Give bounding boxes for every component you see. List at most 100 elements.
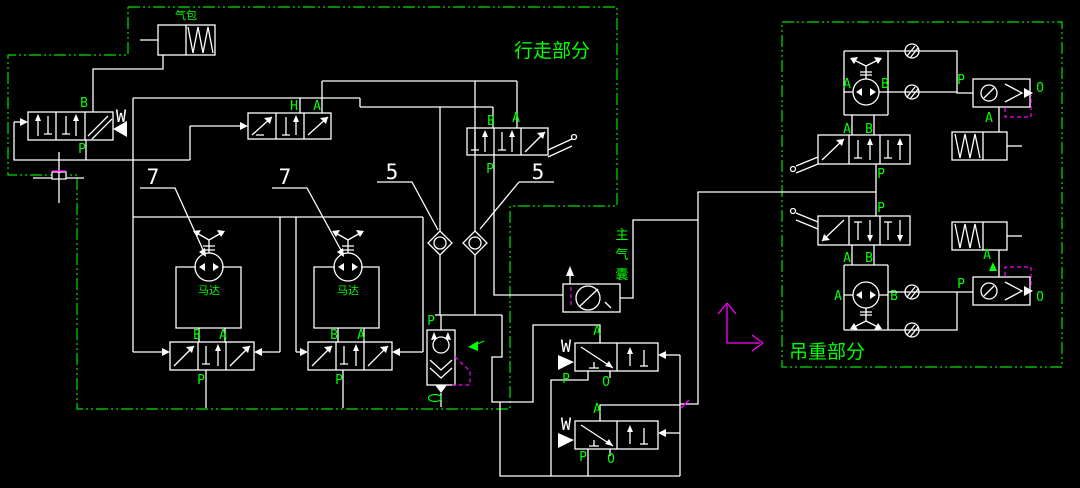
port-label-p: P bbox=[877, 167, 885, 182]
green-arrow-icon bbox=[989, 262, 997, 271]
port-label-p: P bbox=[335, 373, 343, 388]
port-label-o: O bbox=[607, 452, 615, 467]
lift-motor-1: A B P bbox=[843, 43, 973, 116]
main-airbag-label: 主 气 囊 bbox=[615, 228, 628, 283]
port-label-a: A bbox=[512, 111, 520, 126]
motor-2: 马达 bbox=[313, 230, 380, 342]
valve-motor-2: B A P bbox=[296, 328, 423, 408]
lift-valve-1: A B P P bbox=[789, 115, 911, 216]
port-label-b: B bbox=[865, 251, 873, 266]
lever-knob bbox=[570, 133, 578, 141]
port-label-p: P bbox=[197, 373, 205, 388]
spring-symbol: W bbox=[561, 415, 572, 435]
lever-knob bbox=[789, 165, 797, 173]
port-label-p: P bbox=[957, 277, 965, 292]
motor-label: 马达 bbox=[198, 284, 220, 297]
flow-arrowhead bbox=[468, 341, 478, 351]
pilot-triangle bbox=[558, 433, 574, 448]
lift-cylinder-2 bbox=[951, 221, 1022, 251]
spring-symbol: W bbox=[116, 107, 127, 127]
svg-text:7: 7 bbox=[147, 165, 160, 189]
port-label-a: A bbox=[357, 328, 365, 343]
air-tank-label: 气包 bbox=[175, 8, 197, 22]
port-label-p: P bbox=[877, 201, 885, 216]
port-label-a: A bbox=[313, 99, 321, 114]
port-label-b: B bbox=[865, 122, 873, 137]
check-valve-circle bbox=[904, 322, 920, 338]
port-label-p: P bbox=[427, 314, 435, 329]
pilot-triangle bbox=[558, 355, 574, 370]
valve-motor-1: B A P bbox=[133, 328, 280, 408]
port-label-o: O bbox=[1036, 290, 1044, 305]
lift-shuttle-1: O A bbox=[972, 78, 1044, 132]
ucs-axis-icon[interactable] bbox=[717, 302, 764, 352]
port-label-b: B bbox=[487, 114, 495, 129]
travel-section-border bbox=[7, 6, 618, 410]
port-label-p: P bbox=[579, 450, 587, 465]
travel-section-title: 行走部分 bbox=[514, 40, 590, 62]
port-label-a: A bbox=[843, 251, 851, 266]
lift-cylinder-1 bbox=[951, 131, 1022, 161]
filter-check-unit: P bbox=[426, 314, 485, 407]
port-label-a: A bbox=[219, 328, 227, 343]
svg-text:主: 主 bbox=[615, 228, 628, 243]
pilot-triangle bbox=[113, 121, 127, 137]
trunk-wires bbox=[499, 191, 876, 477]
port-label-b: B bbox=[193, 328, 201, 343]
svg-text:气: 气 bbox=[615, 247, 628, 263]
valve-bottom-middle-2: W A P O bbox=[558, 402, 680, 476]
svg-text:7: 7 bbox=[279, 165, 292, 189]
pilot-dashed-line bbox=[452, 356, 471, 386]
check-valve-diamond-2 bbox=[462, 81, 488, 315]
port-label-b: B bbox=[890, 289, 898, 304]
callout-5-left: 5 bbox=[377, 160, 439, 231]
lift-motor-2: A B P bbox=[834, 264, 973, 338]
port-label-b: B bbox=[80, 96, 88, 111]
lift-valve-2: A B bbox=[789, 207, 911, 266]
pressure-gauge bbox=[562, 219, 698, 313]
cursor-crosshair[interactable] bbox=[33, 152, 84, 203]
air-tank: 气包 bbox=[92, 8, 216, 112]
port-label-p: P bbox=[562, 372, 570, 387]
port-label-a: A bbox=[843, 122, 851, 137]
port-label-o: O bbox=[602, 375, 610, 390]
pilot-dashed-line bbox=[1004, 95, 1032, 118]
motor-label: 马达 bbox=[337, 284, 359, 297]
svg-text:5: 5 bbox=[532, 160, 545, 184]
port-label-a: A bbox=[593, 324, 601, 339]
port-label-p: P bbox=[957, 73, 965, 88]
check-valve-circle bbox=[904, 84, 920, 100]
valve-left-pilot: W B P bbox=[13, 96, 190, 161]
port-label-a: A bbox=[983, 248, 991, 263]
exhaust-oval-icon bbox=[427, 393, 443, 403]
valve-bottom-middle-1: W A P O bbox=[491, 315, 680, 476]
check-valve-circle bbox=[904, 284, 920, 300]
pilot-dashed-line bbox=[1004, 266, 1032, 287]
port-label-p: P bbox=[486, 162, 494, 177]
lift-shuttle-2: O A bbox=[972, 248, 1044, 306]
port-label-b: B bbox=[330, 328, 338, 343]
port-label-a: A bbox=[834, 289, 842, 304]
port-label-p: P bbox=[78, 142, 86, 157]
port-label-h: H bbox=[290, 99, 298, 114]
port-label-b: B bbox=[881, 77, 889, 92]
valve-top-right: B A P bbox=[466, 81, 578, 296]
svg-text:囊: 囊 bbox=[615, 267, 628, 283]
callout-5-right: 5 bbox=[479, 160, 554, 230]
supply-bus-wires bbox=[132, 80, 517, 352]
port-label-o: O bbox=[1036, 81, 1044, 96]
break-tick bbox=[680, 399, 690, 409]
spring-symbol: W bbox=[561, 337, 572, 357]
lifting-section-border bbox=[781, 21, 1063, 368]
check-valve-circle bbox=[904, 43, 920, 59]
svg-text:5: 5 bbox=[386, 160, 399, 184]
valve-top-middle: H A bbox=[189, 81, 332, 160]
callout-7-left: 7 bbox=[140, 165, 206, 257]
callout-7-right: 7 bbox=[272, 165, 344, 257]
lifting-section-title: 吊重部分 bbox=[789, 341, 865, 363]
check-valve-diamond-1 bbox=[427, 107, 453, 315]
port-label-a: A bbox=[985, 111, 993, 126]
